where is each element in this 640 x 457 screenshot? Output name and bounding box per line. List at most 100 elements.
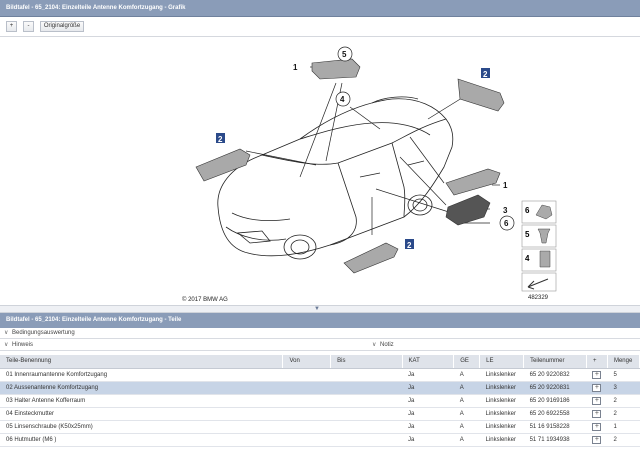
add-to-cart-icon[interactable]: +	[592, 409, 602, 418]
chevron-down-icon: ∨	[372, 342, 377, 348]
original-size-button[interactable]: Originalgröße	[40, 21, 84, 32]
hardware-legend: 6 5 4	[521, 200, 557, 292]
cell-kat: Ja	[402, 420, 454, 434]
col-kat[interactable]: KAT	[402, 355, 455, 369]
chevron-down-icon: ∨	[4, 330, 9, 336]
col-name[interactable]: Teile-Benennung	[0, 355, 284, 369]
copyright: © 2017 BMW AG	[182, 296, 228, 303]
graphic-toolbar: + - Originalgröße	[0, 17, 640, 37]
cell-ge: A	[453, 407, 480, 421]
cell-kat: Ja	[402, 368, 454, 382]
cell-quantity: 2	[607, 433, 640, 447]
add-to-cart-icon[interactable]: +	[592, 370, 602, 379]
zoom-out-button[interactable]: -	[23, 21, 34, 32]
cell-name: 01 Innenraumantenne Komfortzugang	[0, 368, 283, 382]
cell-le: Linkslenker	[479, 420, 524, 434]
cell-kat: Ja	[402, 407, 454, 421]
col-quantity[interactable]: Menge	[607, 355, 640, 369]
cell-name: 04 Einsteckmutter	[0, 407, 283, 421]
cell-add: +	[586, 420, 608, 434]
callout-1-trunk: 1	[503, 181, 508, 190]
parts-diagram: 1 5 4 2 2 1 3 6 2 6 5 4	[0, 37, 640, 305]
cell-name: 05 Linsenschraube (K50x25mm)	[0, 420, 283, 434]
add-to-cart-icon[interactable]: +	[592, 383, 602, 392]
callout-2-door: 2	[407, 241, 412, 250]
cell-teilenummer: 65 20 9220832	[523, 368, 587, 382]
cell-ge: A	[453, 420, 480, 434]
cell-ge: A	[453, 433, 480, 447]
cap-nut-icon	[535, 204, 553, 220]
cell-kat: Ja	[402, 381, 454, 395]
parts-table: Teile-Benennung Von Bis KAT GE LE Teilen…	[0, 355, 640, 447]
cell-bis	[330, 433, 403, 447]
cell-ge: A	[453, 394, 480, 408]
window-title: Bildtafel - 65_2104: Einzelteile Antenne…	[0, 0, 640, 17]
cell-teilenummer: 51 16 9158228	[523, 420, 587, 434]
cell-add: +	[586, 381, 608, 395]
cell-le: Linkslenker	[479, 381, 524, 395]
cell-quantity: 2	[607, 407, 640, 421]
antenna-parts	[195, 58, 505, 274]
cell-add: +	[586, 394, 608, 408]
exterior-antenna-left-icon	[195, 148, 251, 182]
cell-teilenummer: 65 20 9220831	[523, 381, 587, 395]
cell-von	[282, 368, 331, 382]
image-number: 482329	[528, 295, 549, 301]
add-to-cart-icon[interactable]: +	[592, 422, 602, 431]
col-le[interactable]: LE	[479, 355, 525, 369]
col-bis[interactable]: Bis	[330, 355, 403, 369]
col-add[interactable]: +	[586, 355, 608, 369]
screw-icon	[537, 228, 551, 244]
col-ge[interactable]: GE	[453, 355, 481, 369]
arrow-icon	[527, 278, 549, 290]
cell-quantity: 3	[607, 381, 640, 395]
zoom-in-button[interactable]: +	[6, 21, 17, 32]
car-outline-icon	[217, 96, 454, 260]
panel-splitter[interactable]: ▼	[0, 305, 640, 313]
cell-von	[282, 420, 331, 434]
splitter-arrow-icon[interactable]: ▼	[314, 306, 320, 312]
cell-ge: A	[453, 381, 480, 395]
cell-ge: A	[453, 368, 480, 382]
callout-4: 4	[340, 95, 345, 104]
cell-bis	[330, 394, 403, 408]
cell-von	[282, 407, 331, 421]
section-conditions[interactable]: ∨Bedingungsauswertung	[0, 328, 640, 339]
cell-add: +	[586, 433, 608, 447]
legend-5: 5	[525, 230, 530, 239]
cell-kat: Ja	[402, 394, 454, 408]
cell-quantity: 2	[607, 394, 640, 408]
section-hint[interactable]: ∨Hinweis ∨Notiz	[0, 340, 640, 351]
car-diagram-svg: 1 5 4 2 2 1 3 6 2 6 5 4	[182, 46, 557, 303]
cell-name: 06 Hutmutter (M6 )	[0, 433, 283, 447]
cell-quantity: 1	[607, 420, 640, 434]
cell-name: 02 Aussenantenne Komfortzugang	[0, 381, 283, 395]
section-note[interactable]: ∨Notiz	[372, 342, 394, 348]
cell-von	[282, 433, 331, 447]
callout-2-left: 2	[218, 135, 223, 144]
add-to-cart-icon[interactable]: +	[592, 396, 602, 405]
callout-3: 3	[503, 206, 508, 215]
cell-name: 03 Halter Antenne Kofferraum	[0, 394, 283, 408]
cell-le: Linkslenker	[479, 368, 524, 382]
cell-le: Linkslenker	[479, 433, 524, 447]
add-to-cart-icon[interactable]: +	[592, 435, 602, 444]
col-part-number[interactable]: Teilenummer	[523, 355, 587, 369]
cell-von	[282, 394, 331, 408]
col-von[interactable]: Von	[282, 355, 332, 369]
cell-bis	[330, 420, 403, 434]
callout-2-rear: 2	[483, 70, 488, 79]
table-header: Teile-Benennung Von Bis KAT GE LE Teilen…	[0, 355, 640, 369]
legend-6: 6	[525, 206, 530, 215]
cell-bis	[330, 407, 403, 421]
parts-panel-title: Bildtafel - 65_2104: Einzelteile Antenne…	[0, 313, 640, 328]
exterior-antenna-rear-icon	[457, 78, 505, 112]
cell-le: Linkslenker	[479, 394, 524, 408]
exterior-antenna-door-icon	[343, 242, 399, 274]
